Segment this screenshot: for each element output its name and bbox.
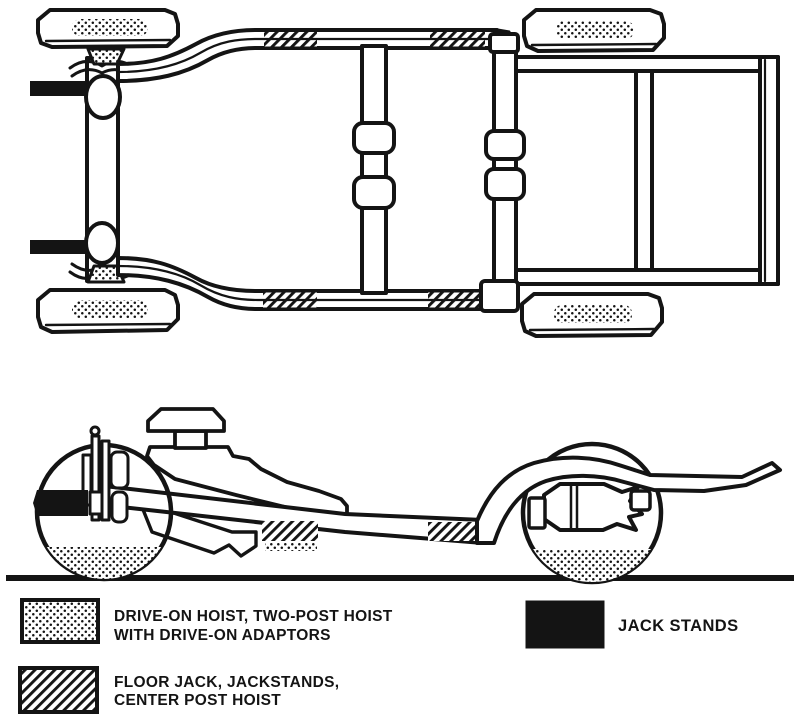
wheel-rear-right-top — [522, 8, 666, 53]
front-suspension-side — [81, 425, 130, 524]
air-cleaner — [146, 407, 226, 433]
legend-swatch-solid — [525, 600, 605, 649]
rear-axle-differential — [527, 482, 652, 532]
legend-item-jack-stands: JACK STANDS — [525, 600, 739, 649]
drive-on-contact-patch — [72, 19, 148, 36]
legend-label-floor-jack-line1: FLOOR JACK, JACKSTANDS, — [114, 674, 339, 691]
carburetor-neck — [173, 429, 208, 450]
crossmember-1 — [352, 44, 396, 295]
legend-item-drive-on: DRIVE-ON HOIST, TWO-POST HOIST WITH DRIV… — [20, 598, 393, 644]
drive-on-contact-trapezoid-top — [86, 47, 126, 66]
drive-on-contact-patch — [72, 300, 148, 318]
front-suspension-crossmember — [68, 47, 136, 284]
drive-on-contact-trapezoid-bottom — [86, 264, 126, 284]
drive-on-contact-arc-rear — [533, 549, 651, 583]
wheel-front-left-bottom — [36, 288, 180, 334]
floor-jack-zone — [428, 522, 480, 541]
wheel-front-left-top — [36, 8, 180, 49]
drive-on-contact-patch — [554, 305, 632, 323]
drive-on-strip — [265, 543, 317, 551]
legend-swatch-stipple — [20, 598, 100, 644]
rear-kickup-rail — [475, 455, 782, 545]
chassis-top-view — [30, 8, 780, 338]
chassis-side-view — [6, 407, 794, 585]
jack-stand-marker-side — [33, 490, 88, 516]
floor-jack-zone — [262, 521, 318, 541]
rear-inner-crossmember — [634, 69, 654, 272]
legend-label-floor-jack-line2: CENTER POST HOIST — [114, 692, 281, 709]
legend-swatch-hatch — [18, 666, 99, 714]
wheel-rear-right-bottom — [520, 292, 664, 338]
ground-line — [6, 575, 794, 581]
legend: DRIVE-ON HOIST, TWO-POST HOIST WITH DRIV… — [18, 598, 739, 714]
legend-label-jack-stands: JACK STANDS — [618, 617, 739, 635]
legend-label-drive-on-line2: WITH DRIVE-ON ADAPTORS — [114, 627, 331, 644]
legend-item-floor-jack: FLOOR JACK, JACKSTANDS, CENTER POST HOIS… — [18, 666, 339, 714]
legend-label-drive-on-line1: DRIVE-ON HOIST, TWO-POST HOIST — [114, 608, 393, 625]
rear-frame-section — [496, 55, 780, 286]
axle-bracket — [629, 489, 652, 512]
crossmember-2 — [479, 32, 526, 313]
drive-on-contact-arc-front — [46, 547, 162, 579]
drive-on-contact-patch — [556, 21, 634, 39]
